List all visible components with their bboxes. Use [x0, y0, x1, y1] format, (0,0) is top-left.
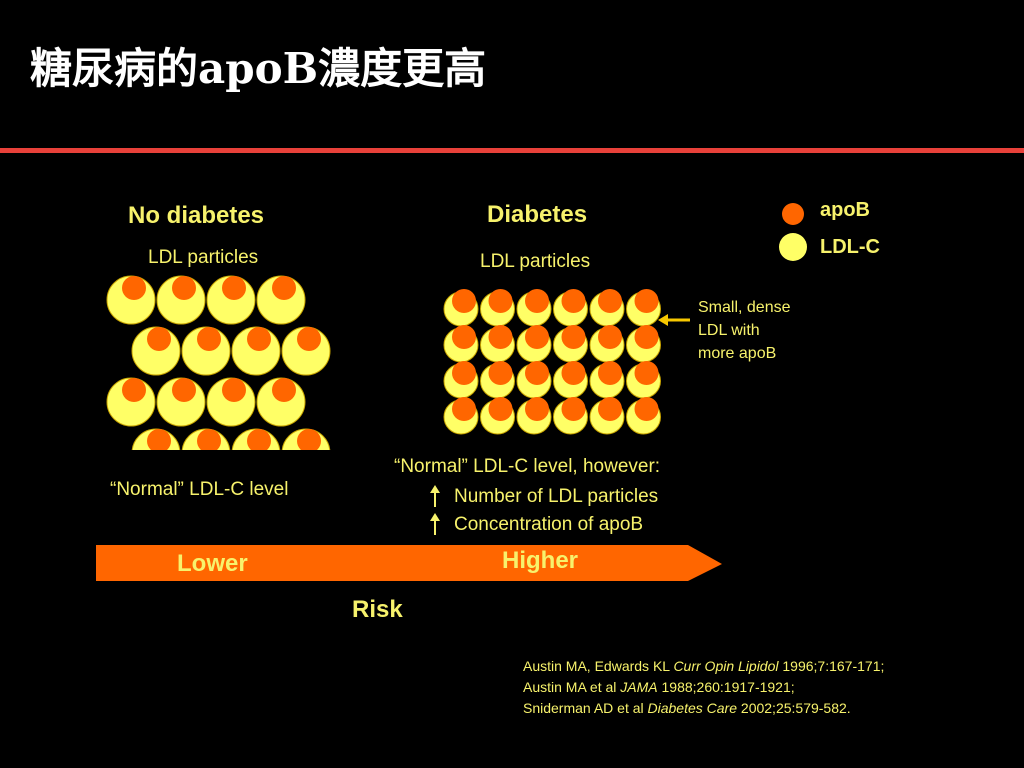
ldl-particle: [553, 361, 588, 399]
ldl-swatch-icon: [779, 233, 807, 261]
no-diabetes-heading: No diabetes: [128, 202, 265, 229]
ldl-particle: [181, 428, 231, 450]
diabetes-heading: Diabetes: [487, 201, 588, 228]
legend-apob-label: apoB: [820, 199, 870, 221]
risk-low-label: Lower: [177, 550, 248, 577]
ldl-particle: [516, 289, 552, 327]
ldl-particle: [480, 361, 515, 399]
ldl-particle: [516, 361, 552, 399]
ldl-particle: [156, 377, 206, 427]
up-arrow-icon: [430, 485, 440, 507]
ldl-particle: [256, 275, 306, 325]
ldl-particle: [626, 289, 661, 327]
diabetes-caption: “Normal” LDL-C level, however:: [394, 456, 661, 477]
ldl-particle: [553, 325, 588, 363]
callout-text: Small, dense LDL with more apoB: [698, 296, 791, 365]
callout-line: LDL with: [698, 322, 760, 339]
reference-item: Austin MA, Edwards KL Curr Opin Lipidol …: [523, 658, 885, 674]
callout-arrow-icon: [658, 314, 690, 326]
ldl-particle: [589, 361, 625, 399]
risk-arrow-bar: [96, 545, 722, 581]
no-diabetes-sublabel: LDL particles: [148, 247, 259, 268]
ldl-particle: [106, 275, 156, 325]
title-divider: [0, 148, 1024, 153]
ldl-particle: [106, 377, 156, 427]
point-particles-text: Number of LDL particles: [454, 485, 659, 507]
ldl-particle: [589, 289, 625, 327]
up-arrow-icon: [430, 513, 440, 535]
ldl-particle: [626, 361, 661, 399]
ldl-particle: [443, 361, 479, 399]
diabetes-sublabel: LDL particles: [480, 251, 591, 272]
ldl-particle: [256, 377, 306, 427]
point-apob-text: Concentration of apoB: [454, 513, 644, 535]
ldl-particle: [626, 397, 661, 435]
ldl-particle: [206, 377, 256, 427]
ldl-particle: [156, 275, 206, 325]
legend-ldl-label: LDL-C: [820, 236, 880, 258]
ldl-particle: [281, 428, 331, 450]
risk-high-label: Higher: [502, 547, 579, 574]
ldl-particle: [626, 325, 661, 363]
ldl-particle: [480, 289, 515, 327]
ldl-particle: [181, 326, 231, 376]
callout-line: Small, dense: [698, 299, 791, 316]
ldl-particle: [553, 397, 588, 435]
ldl-particle: [589, 325, 625, 363]
callout-line: more apoB: [698, 345, 777, 362]
no-diabetes-particle-grid: [106, 275, 331, 450]
ldl-particle: [443, 289, 479, 327]
ldl-particle: [553, 289, 588, 327]
references: Austin MA, Edwards KL Curr Opin Lipidol …: [523, 656, 884, 719]
ldl-particle: [443, 325, 479, 363]
ldl-particle: [480, 325, 515, 363]
diabetes-particle-grid: [443, 289, 661, 435]
ldl-particle: [589, 397, 625, 435]
ldl-particle: [231, 428, 281, 450]
ldl-particle: [516, 397, 552, 435]
ldl-particle: [281, 326, 331, 376]
ldl-particle: [131, 326, 181, 376]
reference-item: Sniderman AD et al Diabetes Care 2002;25…: [523, 700, 851, 716]
ldl-particle: [131, 428, 181, 450]
no-diabetes-caption: “Normal” LDL-C level: [110, 479, 289, 500]
page-title: 糖尿病的apoB濃度更高: [30, 44, 487, 93]
apob-swatch-icon: [782, 203, 804, 225]
risk-axis-label: Risk: [352, 596, 403, 623]
legend-swatches: [779, 203, 807, 261]
ldl-particle: [516, 325, 552, 363]
ldl-particle: [231, 326, 281, 376]
point-particles: Number of LDL particles: [428, 484, 658, 508]
ldl-particle: [480, 397, 515, 435]
ldl-particle: [206, 275, 256, 325]
ldl-particle: [443, 397, 479, 435]
point-apob: Concentration of apoB: [428, 512, 643, 536]
reference-item: Austin MA et al JAMA 1988;260:1917-1921;: [523, 679, 795, 695]
